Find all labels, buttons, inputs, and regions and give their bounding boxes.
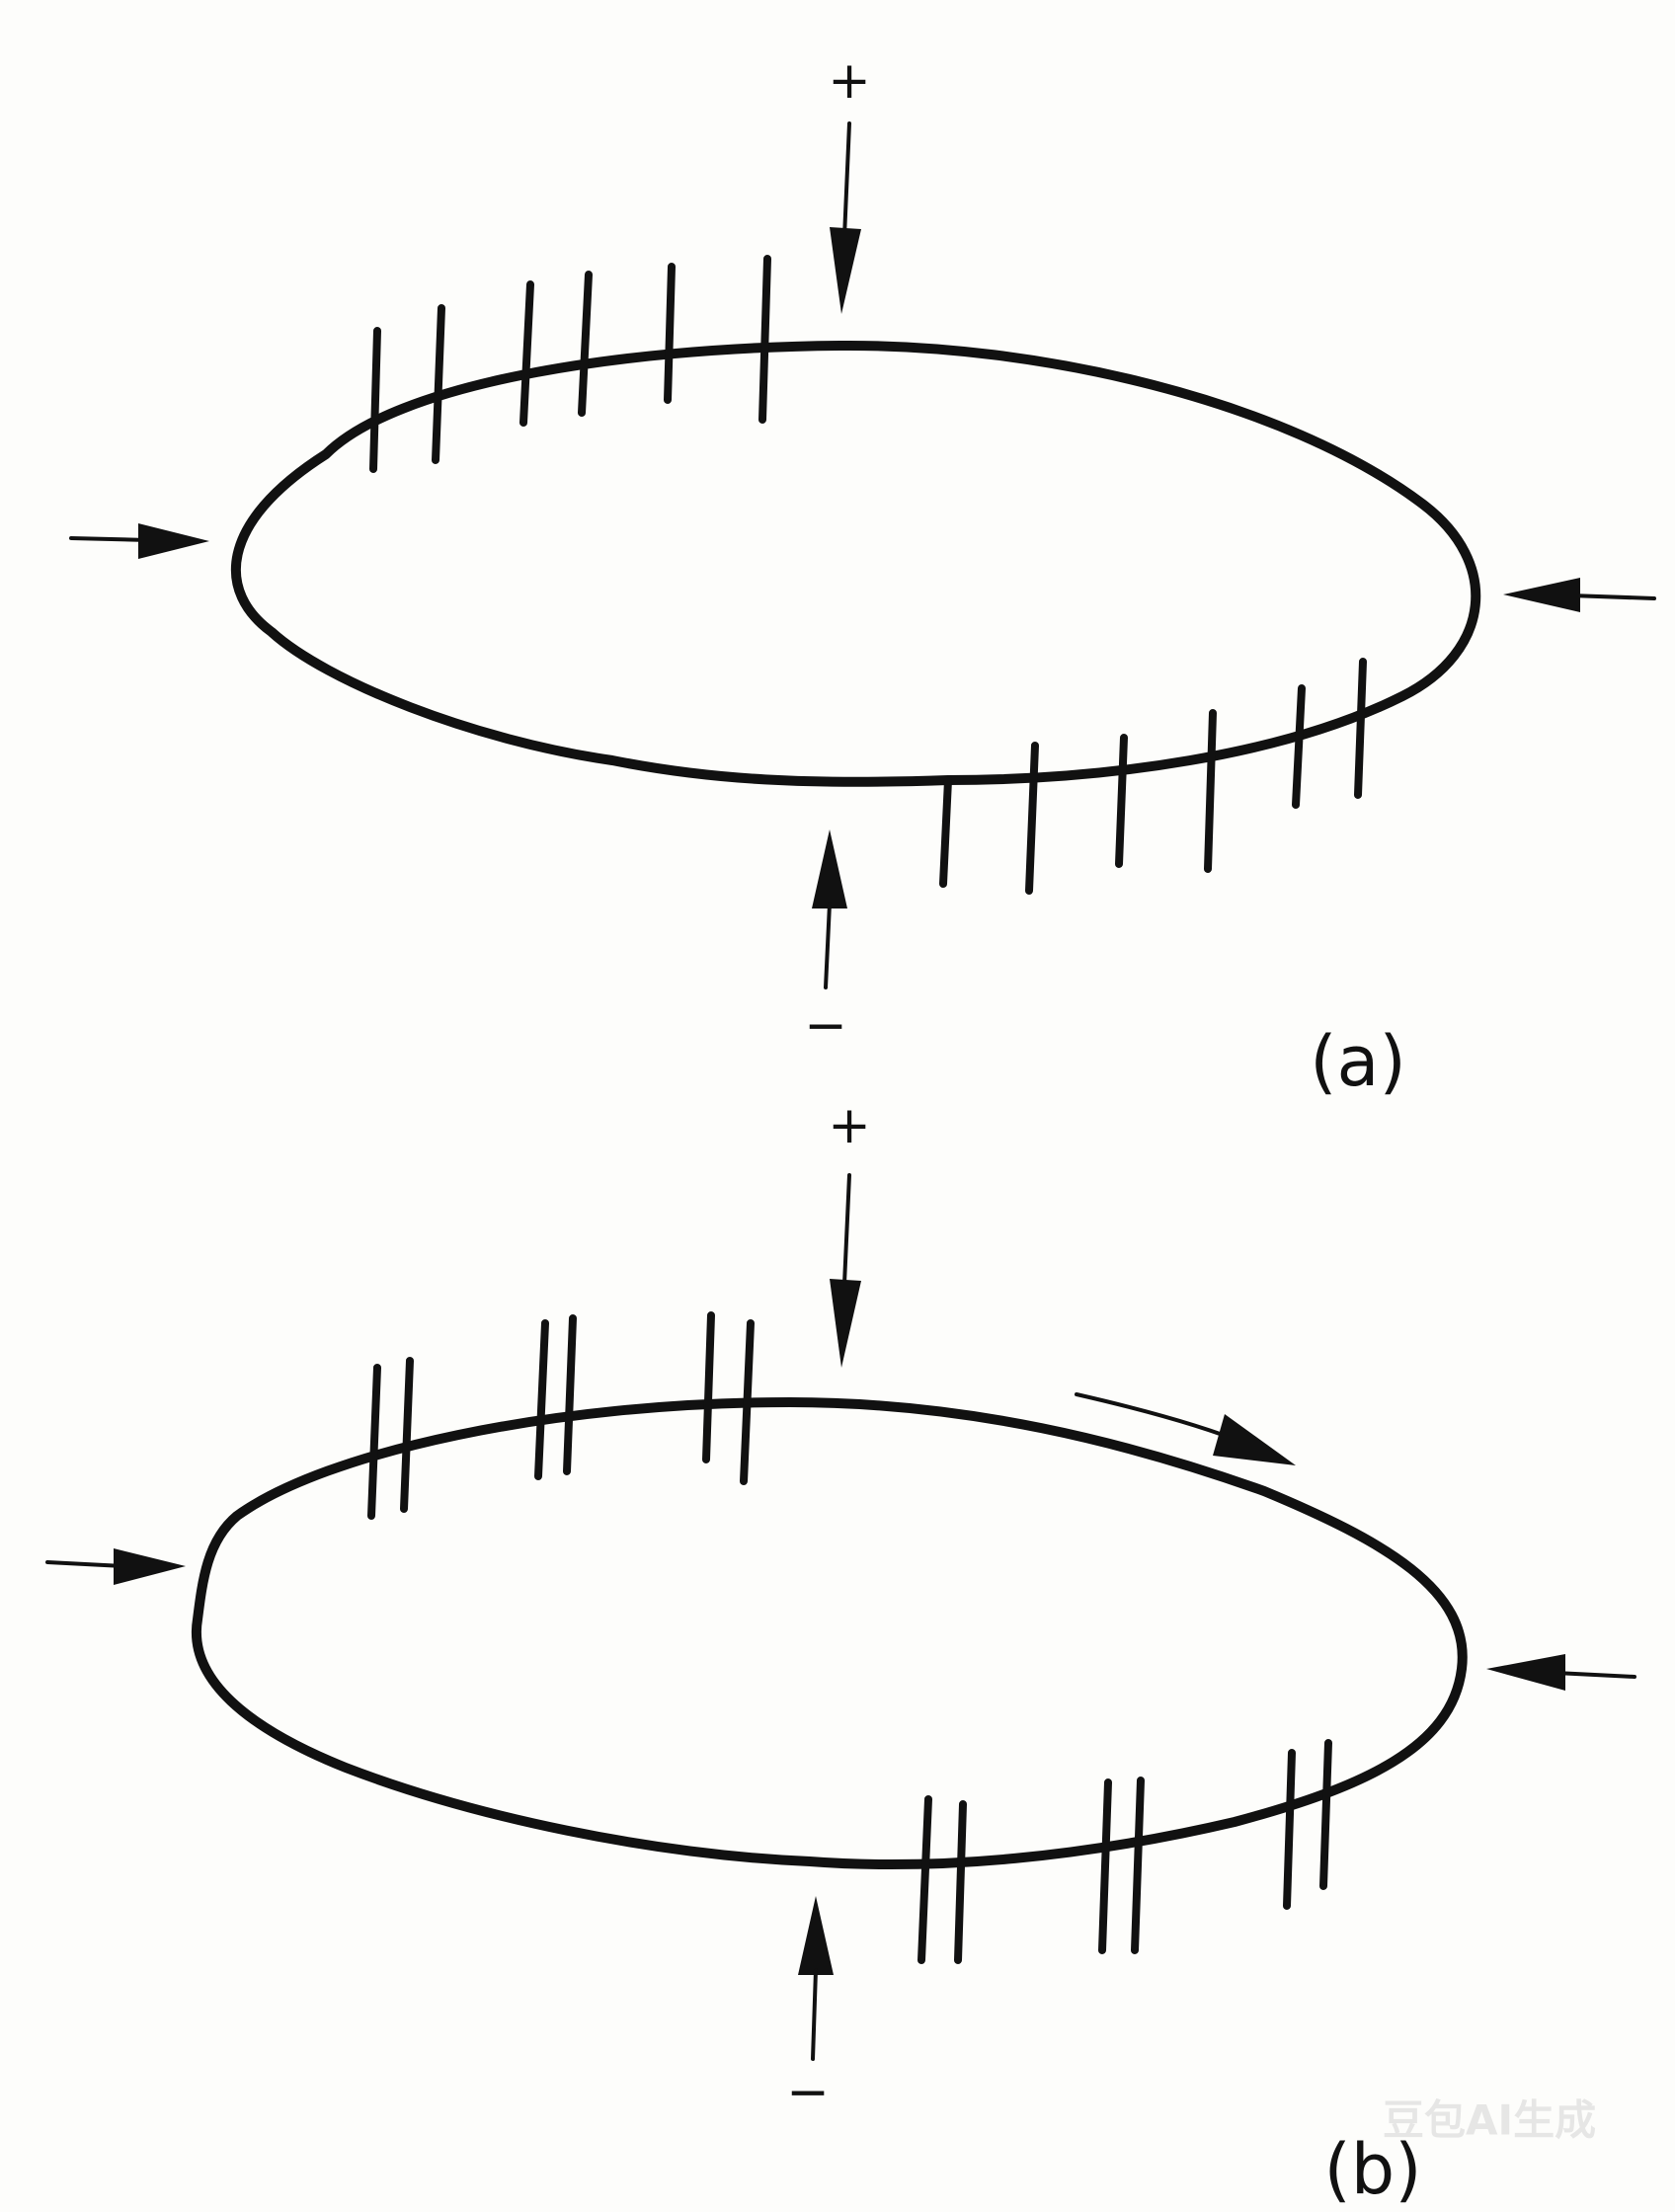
arrow-shaft: [1554, 1671, 1636, 1679]
hatch-mark: [954, 1800, 967, 1964]
arrow-shaft: [45, 1560, 125, 1568]
hatch-mark: [1204, 709, 1217, 873]
arrow-shaft: [69, 536, 150, 542]
arrow-shaft: [842, 121, 851, 239]
panel-b-label: (b): [1323, 2129, 1421, 2210]
hatch-mark: [578, 271, 593, 417]
hatch-mark: [1115, 734, 1128, 868]
hatch-mark: [563, 1314, 577, 1475]
panel-a-top-arrow: [830, 121, 861, 314]
panel-a-right-arrow: [1503, 578, 1656, 612]
hatch-mark: [519, 280, 534, 427]
arrow-left-icon: [1486, 1654, 1565, 1691]
hatch-mark: [367, 1364, 381, 1520]
panel-b-circulation-arrow: [1075, 1392, 1296, 1465]
hatch-mark: [1025, 742, 1039, 895]
panel-a-label: (a): [1310, 1021, 1406, 1102]
panel-a-left-arrow: [69, 523, 209, 559]
panel-b-top-arrow: [830, 1173, 861, 1368]
hatch-mark: [1292, 684, 1306, 809]
hatch-mark: [400, 1357, 414, 1513]
hatch-mark: [534, 1319, 549, 1480]
panel-b-loop: [191, 1397, 1468, 1870]
arrow-down-icon: [830, 1279, 861, 1368]
hatch-mark: [1354, 658, 1367, 799]
hatch-mark: [1131, 1777, 1145, 1954]
panel-a-loop: [230, 340, 1481, 787]
hatch-mark: [939, 776, 952, 888]
hatch-mark: [369, 327, 381, 473]
arrow-shaft: [1568, 593, 1656, 600]
hatch-mark: [432, 304, 445, 464]
panel-a-bottom-arrow: [812, 830, 847, 989]
hatch-mark: [664, 263, 676, 404]
arrow-shaft: [842, 1173, 851, 1286]
panel-b-plus-sign: +: [828, 1096, 871, 1155]
panel-a-lower-hatch: [939, 658, 1367, 895]
hatch-mark: [740, 1319, 755, 1485]
panel-a-plus-sign: +: [828, 51, 871, 111]
panel-a: + − (a): [69, 51, 1656, 1102]
watermark: 豆包AI生成: [1383, 2096, 1596, 2145]
panel-b-upper-hatch: [367, 1311, 755, 1520]
arrow-up-icon: [812, 830, 847, 908]
panel-b-right-arrow: [1486, 1654, 1636, 1691]
panel-b-minus-sign: −: [786, 2063, 830, 2122]
hatch-mark: [1098, 1778, 1112, 1954]
hatch-mark: [1283, 1749, 1296, 1910]
panel-a-minus-sign: −: [804, 996, 847, 1056]
arrow-right-icon: [1213, 1414, 1296, 1465]
arrow-down-icon: [830, 227, 861, 314]
panel-a-upper-hatch: [369, 255, 771, 473]
panel-b: + − (b): [45, 1096, 1636, 2210]
hatch-mark: [1319, 1739, 1332, 1890]
hatch-mark: [702, 1311, 715, 1463]
arrow-left-icon: [1503, 578, 1580, 612]
panel-b-left-arrow: [45, 1548, 186, 1585]
arrow-right-icon: [138, 523, 209, 559]
arrow-right-icon: [114, 1548, 186, 1585]
arrow-up-icon: [798, 1896, 834, 1975]
panel-b-bottom-arrow: [798, 1896, 834, 2061]
arrow-shaft: [811, 1968, 818, 2061]
hatch-mark: [917, 1795, 932, 1964]
arrow-shaft: [824, 902, 832, 989]
panel-b-lower-hatch: [917, 1739, 1332, 1964]
hatch-mark: [758, 255, 771, 424]
